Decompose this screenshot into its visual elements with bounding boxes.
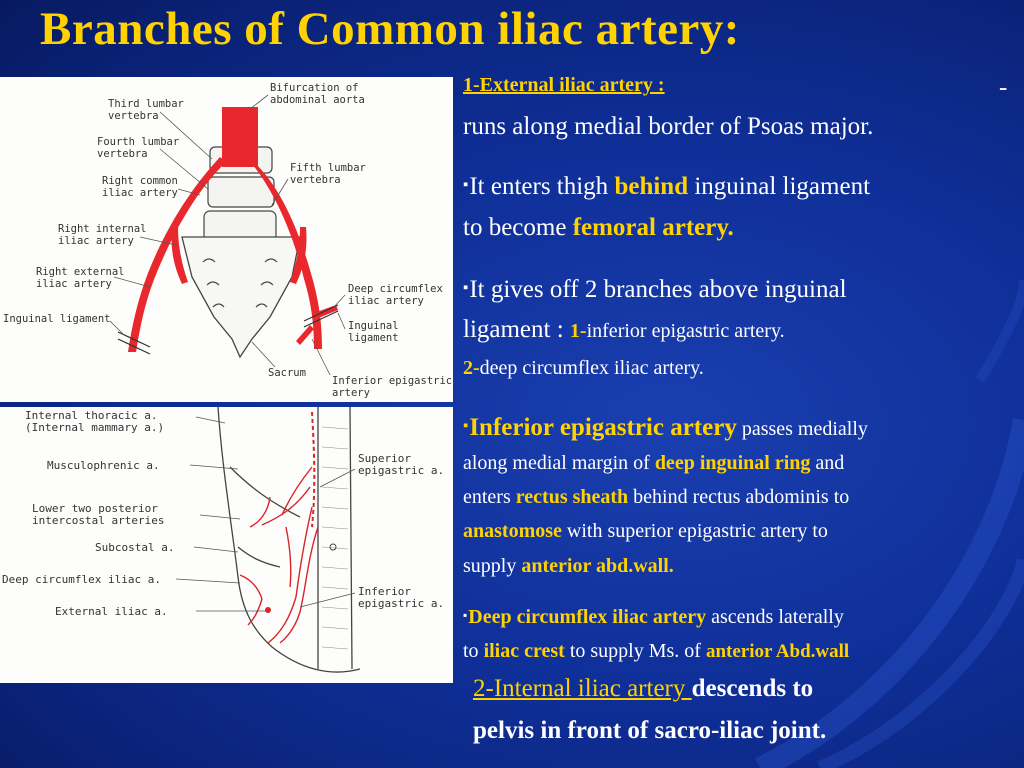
common-iliac-diagram: Bifurcation of abdominal aorta Third lum… bbox=[0, 77, 453, 402]
bullet-4: ▪ bbox=[463, 607, 468, 622]
p2-line-2: to become femoral artery. bbox=[463, 214, 734, 241]
label-fourth-lumbar: Fourth lumbar vertebra bbox=[97, 136, 180, 160]
common-iliac-drawing bbox=[109, 94, 346, 376]
p3-line-3: 2-deep circumflex iliac artery. bbox=[463, 357, 704, 379]
label-inguinal-ligament-right: Inguinal ligament bbox=[348, 320, 399, 344]
abdominal-wall-diagram: Internal thoracic a. (Internal mammary a… bbox=[0, 407, 453, 683]
label-inguinal-ligament-left: Inguinal ligament bbox=[3, 313, 111, 325]
p5-line-2: to iliac crest to supply Ms. of anterior… bbox=[463, 640, 850, 662]
label-musculophrenic: Musculophrenic a. bbox=[47, 459, 160, 472]
p2-line-1: ▪It enters thigh behind inguinal ligamen… bbox=[463, 173, 871, 200]
p6-line-2: pelvis in front of sacro-iliac joint. bbox=[473, 717, 827, 744]
p4-line-1: ▪Inferior epigastric artery passes media… bbox=[463, 414, 868, 441]
label-sacrum: Sacrum bbox=[268, 367, 306, 379]
abdominal-wall-drawing bbox=[175, 407, 361, 673]
label-superior-epigastric: Superior epigastric a. bbox=[358, 452, 445, 477]
bullet-2: ▪ bbox=[463, 279, 469, 296]
label-inferior-epigastric-bottom: Inferior epigastric a. bbox=[358, 585, 445, 610]
label-internal-thoracic: Internal thoracic a. (Internal mammary a… bbox=[25, 409, 165, 434]
heading-dash: - bbox=[999, 74, 1008, 101]
p4-line-4: anastomose with superior epigastric arte… bbox=[463, 520, 828, 542]
external-iliac-heading: 1-External iliac artery : bbox=[463, 74, 665, 96]
label-deep-circumflex-iliac-bottom: Deep circumflex iliac a. bbox=[2, 573, 161, 586]
bullet-1: ▪ bbox=[463, 176, 469, 193]
label-right-external-iliac: Right external iliac artery bbox=[36, 266, 125, 290]
label-inferior-epigastric: Inferior epigastric artery bbox=[332, 375, 453, 399]
label-fifth-lumbar: Fifth lumbar vertebra bbox=[290, 162, 366, 186]
label-external-iliac: External iliac a. bbox=[55, 605, 168, 618]
label-right-common-iliac: Right common iliac artery bbox=[102, 175, 178, 199]
label-lower-posterior-intercostal: Lower two posterior intercostal arteries bbox=[32, 502, 165, 527]
label-subcostal: Subcostal a. bbox=[95, 541, 175, 554]
label-bifurcation: Bifurcation of abdominal aorta bbox=[270, 82, 365, 106]
label-third-lumbar: Third lumbar vertebra bbox=[108, 98, 184, 122]
p1-line-2: runs along medial border of Psoas major. bbox=[463, 113, 874, 140]
p4-line-2: along medial margin of deep inguinal rin… bbox=[463, 452, 845, 474]
p4-line-3: enters rectus sheath behind rectus abdom… bbox=[463, 486, 850, 508]
slide-title: Branches of Common iliac artery: bbox=[40, 3, 740, 55]
p6-line-1: 2-Internal iliac artery descends to bbox=[473, 675, 814, 702]
internal-iliac-heading: 2-Internal iliac artery bbox=[473, 675, 692, 702]
p3-line-2: ligament : 1-inferior epigastric artery. bbox=[463, 316, 785, 343]
bullet-3: ▪ bbox=[463, 417, 469, 434]
p4-line-5: supply anterior abd.wall. bbox=[463, 555, 674, 577]
p5-line-1: ▪Deep circumflex iliac artery ascends la… bbox=[463, 606, 844, 628]
p3-line-1: ▪It gives off 2 branches above inguinal bbox=[463, 276, 847, 303]
label-deep-circumflex-iliac: Deep circumflex iliac artery bbox=[348, 283, 443, 307]
label-right-internal-iliac: Right internal iliac artery bbox=[58, 223, 147, 247]
